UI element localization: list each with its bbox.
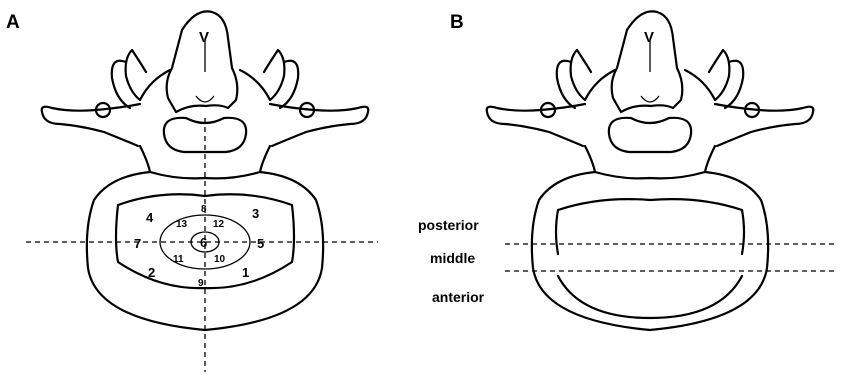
zone-7: 7 bbox=[134, 236, 141, 251]
zone-2: 2 bbox=[148, 265, 155, 280]
panel-b-top-mark: V bbox=[644, 29, 654, 46]
panel-b: B V posterior middle anterior bbox=[418, 11, 838, 330]
disc-anterior-contour bbox=[558, 276, 742, 318]
zone-11: 11 bbox=[173, 254, 184, 265]
region-label-posterior: posterior bbox=[418, 217, 479, 233]
zone-4: 4 bbox=[146, 210, 154, 225]
zone-3: 3 bbox=[252, 206, 259, 221]
zone-10: 10 bbox=[214, 254, 226, 265]
zone-8: 8 bbox=[201, 204, 207, 215]
panel-a-top-mark: V bbox=[199, 29, 209, 46]
disc-posterior-contour-left bbox=[556, 210, 558, 254]
panel-a-label: A bbox=[6, 12, 20, 33]
zone-6: 6 bbox=[200, 235, 207, 250]
zone-13: 13 bbox=[176, 219, 188, 230]
panel-a: A V 1 2 3 4 5 7 8 9 6 10 11 12 13 bbox=[6, 11, 378, 372]
panel-b-label: B bbox=[450, 12, 464, 33]
zone-12: 12 bbox=[213, 219, 225, 230]
zone-1: 1 bbox=[242, 265, 249, 280]
zone-9: 9 bbox=[198, 278, 204, 289]
region-label-middle: middle bbox=[430, 250, 475, 266]
zone-5: 5 bbox=[257, 236, 264, 251]
vertebra-b-outline bbox=[487, 11, 814, 330]
region-label-anterior: anterior bbox=[432, 289, 485, 305]
disc-posterior-contour bbox=[558, 199, 744, 254]
